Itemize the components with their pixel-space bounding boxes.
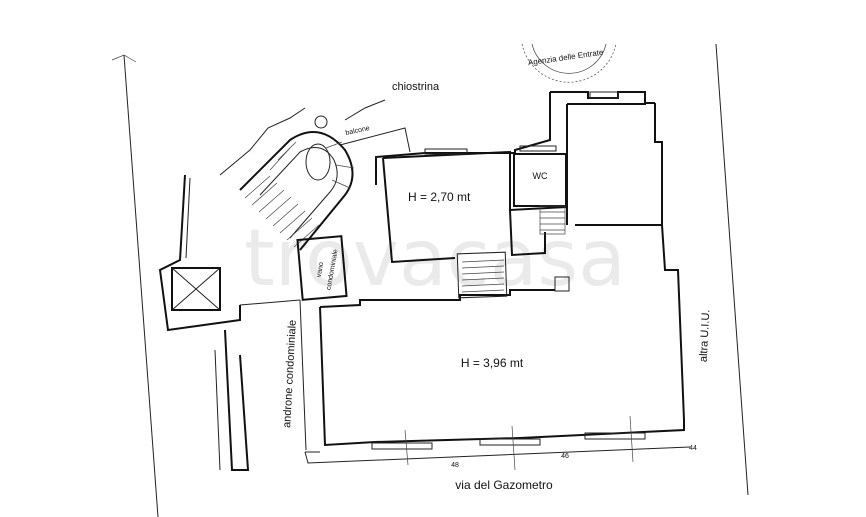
sheet-edge-right [715,43,749,496]
courtyard: chiostrina balcone [339,81,440,153]
entrance-hall-label: androne condominiale [281,319,299,428]
wc-room: WC [513,153,567,207]
balcony-label: balcone [345,125,371,137]
corner-marker [111,54,137,63]
civic-number-48: 48 [451,462,459,469]
internal-stair [539,205,566,235]
sheet-edge-left [123,54,159,517]
street-label: via del Gazometro [455,478,553,492]
column [554,276,570,292]
wc-label: WC [533,171,548,181]
upper-room-height: H = 2,70 mt [408,190,471,204]
grid-ticks [404,415,634,471]
stamp: Agenzia delle Entrate [521,43,617,83]
courtyard-label: chiostrina [392,81,440,93]
entrance-hall: androne condominiale [239,299,307,451]
civic-number-44: 44 [689,445,697,452]
svg-text:vano: vano [316,262,326,278]
other-unit-label: altra U.I.U. [698,309,713,362]
svg-text:Agenzia delle Entrate: Agenzia delle Entrate [527,48,604,68]
main-room-height: H = 3,96 mt [461,356,524,370]
windows [371,91,646,450]
curved-staircase [219,107,355,251]
left-block [158,174,250,471]
civic-number-46: 46 [561,453,569,460]
upper-room: H = 2,70 mt [382,150,568,299]
